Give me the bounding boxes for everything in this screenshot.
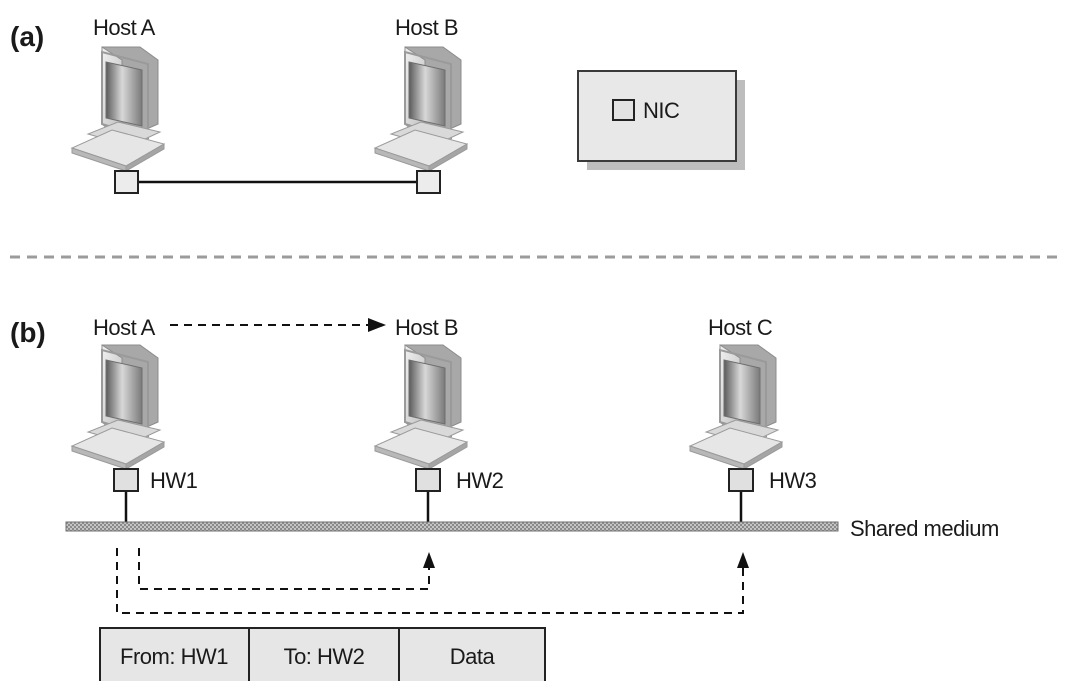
ethernet-frame: From: HW1 To: HW2 Data [99,627,546,681]
panel-b-host-c-computer-icon [689,344,783,470]
nic-legend-icon [612,99,635,121]
panel-b-host-b-label: Host B [395,315,458,340]
shared-medium-label: Shared medium [850,516,999,541]
delivery-path-to-host-b [138,548,435,590]
panel-a-host-b-computer-icon [374,46,468,172]
shared-medium-bus [65,521,839,532]
frame-to-field: To: HW2 [284,644,365,669]
panel-a-host-a-computer-icon [71,46,165,172]
panel-b-host-a-label: Host A [93,315,156,340]
panel-a-host-b-label: Host B [395,15,458,40]
host-b-nic-icon [415,468,441,492]
host-b-hw-label: HW2 [456,468,504,493]
nic-legend: NIC [577,70,745,170]
nic-legend-label: NIC [643,98,680,123]
panel-a-marker: (a) [10,21,44,52]
frame-data-field: Data [450,644,496,669]
panel-a-host-b-nic-icon [416,170,441,194]
frame-from-field: From: HW1 [120,644,228,669]
host-c-nic-icon [728,468,754,492]
logical-send-arrow [170,318,386,332]
panel-b-host-b-computer-icon [374,344,468,470]
host-a-nic-icon [113,468,139,492]
panel-b-marker: (b) [10,317,46,348]
panel-b-host-c-label: Host C [708,315,773,340]
panel-b-host-a-computer-icon [71,344,165,470]
panel-a-host-a-label: Host A [93,15,156,40]
delivery-path-to-host-c [116,548,749,614]
panel-a-host-a-nic-icon [114,170,139,194]
host-c-hw-label: HW3 [769,468,817,493]
host-a-hw-label: HW1 [150,468,198,493]
